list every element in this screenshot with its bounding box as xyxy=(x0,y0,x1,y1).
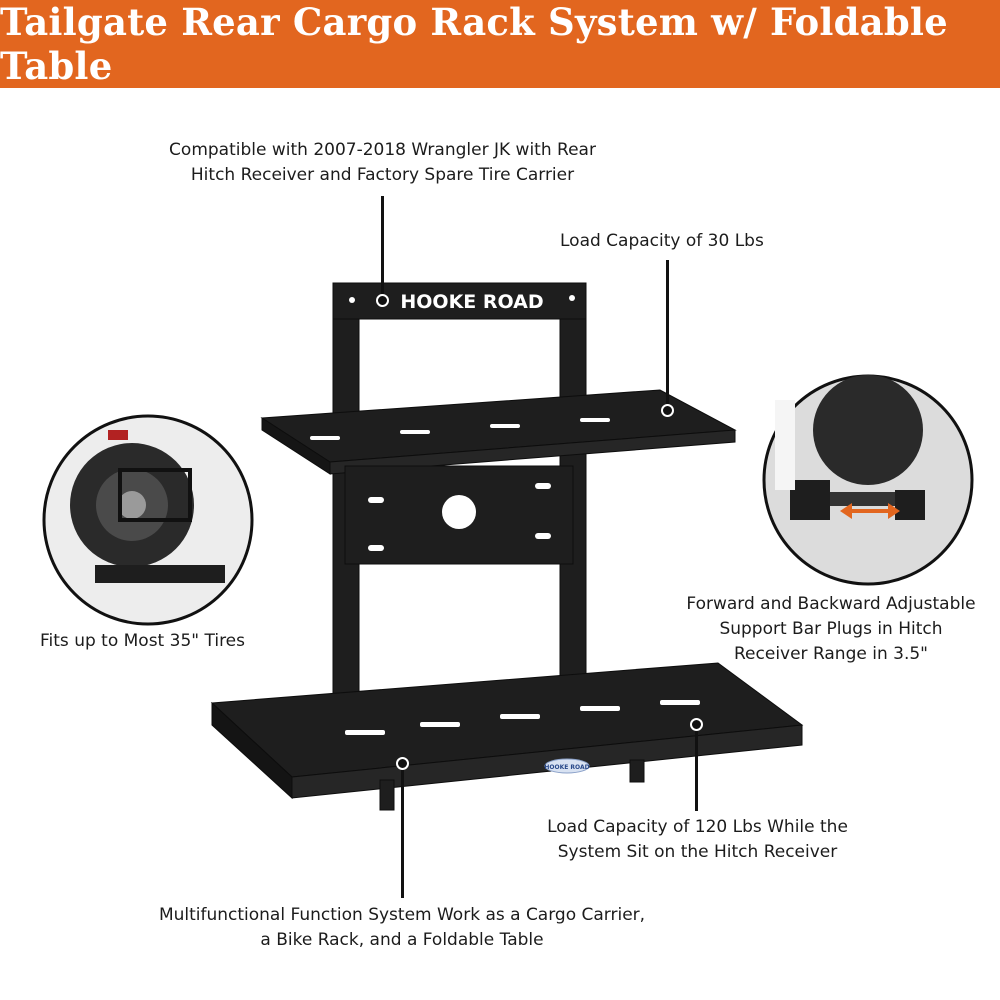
callout-dot-multifunction xyxy=(396,757,409,770)
caption-adjustable-line2: Support Bar Plugs in Hitch xyxy=(719,619,943,639)
brand-logo: HOOKE ROAD xyxy=(400,291,543,313)
caption-multifunction-line2: a Bike Rack, and a Foldable Table xyxy=(260,930,544,950)
caption-load-bottom-line2: System Sit on the Hitch Receiver xyxy=(557,842,838,862)
callout-line-compatible xyxy=(381,196,384,300)
callout-line-multifunction xyxy=(401,764,404,898)
caption-compatible-line2: Hitch Receiver and Factory Spare Tire Ca… xyxy=(190,165,575,185)
caption-adjustable-line1: Forward and Backward Adjustable xyxy=(686,594,976,614)
caption-adjustable: Forward and Backward Adjustable Support … xyxy=(668,592,994,667)
caption-load-bottom: Load Capacity of 120 Lbs While the Syste… xyxy=(530,815,865,865)
tire-detail-circle xyxy=(42,414,254,626)
callout-line-load-bottom xyxy=(695,725,698,811)
callout-dot-load-top xyxy=(661,404,674,417)
callout-line-load-top xyxy=(666,260,669,410)
hitch-detail-circle xyxy=(762,374,974,586)
caption-tires: Fits up to Most 35" Tires xyxy=(40,631,245,651)
caption-compatible-line1: Compatible with 2007-2018 Wrangler JK wi… xyxy=(169,140,596,160)
caption-adjustable-line3: Receiver Range in 3.5" xyxy=(734,644,928,664)
caption-load-top: Load Capacity of 30 Lbs xyxy=(560,231,764,251)
callout-dot-load-bottom xyxy=(690,718,703,731)
title-banner: Tailgate Rear Cargo Rack System w/ Folda… xyxy=(0,0,1000,88)
top-crossbar xyxy=(332,282,587,320)
caption-load-bottom-line1: Load Capacity of 120 Lbs While the xyxy=(547,817,848,837)
caption-compatible: Compatible with 2007-2018 Wrangler JK wi… xyxy=(140,138,625,188)
caption-multifunction-line1: Multifunctional Function System Work as … xyxy=(158,905,646,925)
caption-multifunction: Multifunctional Function System Work as … xyxy=(118,903,686,953)
callout-dot-compatible xyxy=(376,294,389,307)
page-title: Tailgate Rear Cargo Rack System w/ Folda… xyxy=(0,0,948,88)
brand-plate: HOOKE ROAD xyxy=(544,764,589,771)
